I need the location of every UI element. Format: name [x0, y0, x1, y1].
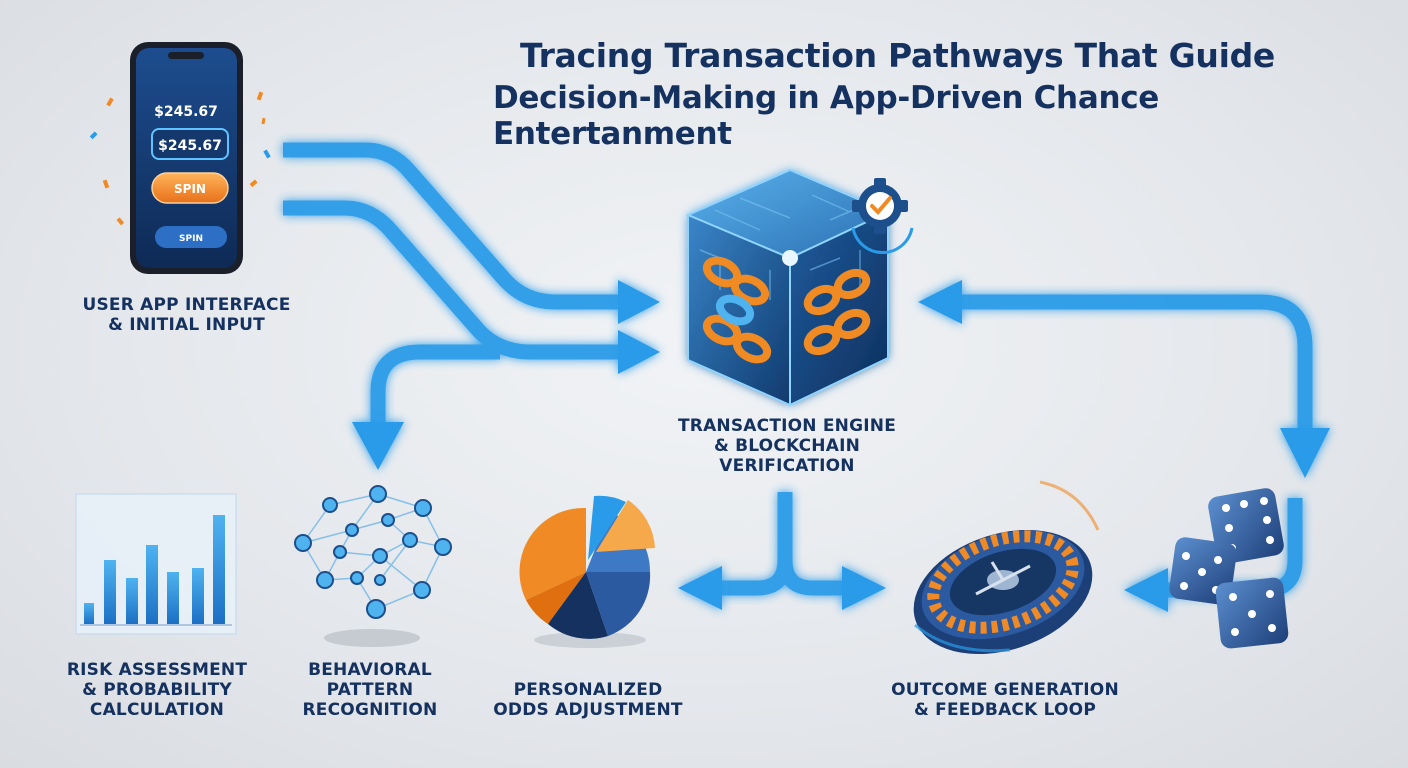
- label-odds-line1: PERSONALIZED: [513, 680, 663, 700]
- arrowhead-engine-right: [918, 280, 962, 324]
- label-risk-line1: RISK ASSESSMENT: [66, 660, 248, 680]
- label-engine-line1: TRANSACTION ENGINE: [677, 416, 897, 436]
- label-behavior: BEHAVIORAL PATTERN RECOGNITION: [295, 660, 445, 720]
- arrow-right-loop: [960, 294, 1313, 430]
- pie-chart-icon: [519, 495, 655, 648]
- phone-balance-top: $245.67: [154, 104, 218, 120]
- label-behavior-line3: RECOGNITION: [302, 700, 438, 720]
- label-user-app-line1: USER APP INTERFACE: [82, 295, 291, 315]
- label-risk-line2: & PROBABILITY: [82, 680, 232, 700]
- label-outcome-line2: & FEEDBACK LOOP: [914, 700, 1096, 720]
- arrow-branch-to-behavior: [370, 344, 500, 425]
- label-risk: RISK ASSESSMENT & PROBABILITY CALCULATIO…: [60, 660, 254, 720]
- arrowhead-engine-bottom: [618, 330, 660, 374]
- flow-arrows: [283, 142, 1313, 598]
- page-title-line1: Tracing Transaction Pathways That Guide: [520, 36, 1275, 75]
- label-engine-line2: & BLOCKCHAIN: [713, 436, 861, 456]
- arrow-heads: [352, 280, 1330, 612]
- label-engine: TRANSACTION ENGINE & BLOCKCHAIN VERIFICA…: [672, 416, 902, 476]
- label-engine-line3: VERIFICATION: [719, 456, 855, 476]
- page-title-line2: Decision-Making in App-Driven Chance Ent…: [493, 80, 1160, 152]
- phone-spin-small-label: SPIN: [179, 234, 203, 244]
- bar-chart-icon: [75, 493, 237, 635]
- label-outcome: OUTCOME GENERATION & FEEDBACK LOOP: [882, 680, 1128, 720]
- smartphone-icon: $245.67 $245.67 SPIN SPIN: [89, 42, 271, 274]
- arrow-app-to-engine-top: [283, 142, 620, 310]
- label-odds-line2: ODDS ADJUSTMENT: [493, 700, 683, 720]
- arrowhead-odds: [678, 566, 722, 610]
- phone-spin-label: SPIN: [174, 182, 206, 196]
- arrowhead-outcome: [842, 566, 886, 610]
- phone-balance-box: $245.67: [158, 138, 222, 154]
- arrowhead-roulette: [1124, 568, 1168, 612]
- arrowhead-dice: [1280, 428, 1330, 478]
- label-user-app-line2: & INITIAL INPUT: [108, 315, 265, 335]
- label-user-app: USER APP INTERFACE & INITIAL INPUT: [80, 295, 293, 335]
- label-outcome-line1: OUTCOME GENERATION: [891, 680, 1119, 700]
- gear-check-icon: [851, 178, 914, 254]
- arrowhead-engine-top: [618, 280, 660, 324]
- blockchain-cube-icon: [685, 168, 891, 407]
- label-behavior-line1: BEHAVIORAL: [308, 660, 432, 680]
- label-behavior-line2: PATTERN: [326, 680, 414, 700]
- dice-icon: [1169, 488, 1289, 649]
- arrow-engine-down: [720, 492, 793, 596]
- die-bottom: [1215, 577, 1289, 649]
- roulette-wheel-icon: [913, 480, 1100, 655]
- arrowhead-behavior: [352, 422, 404, 470]
- phone-spin-button[interactable]: [151, 172, 229, 204]
- arrow-app-to-engine-bottom: [283, 200, 620, 360]
- label-odds: PERSONALIZED ODDS ADJUSTMENT: [482, 680, 694, 720]
- arrow-engine-to-outcome: [777, 559, 845, 596]
- label-risk-line3: CALCULATION: [89, 700, 225, 720]
- confetti: [89, 91, 271, 226]
- phone-spin-small-button[interactable]: [155, 226, 227, 248]
- network-graph-icon: [294, 485, 452, 647]
